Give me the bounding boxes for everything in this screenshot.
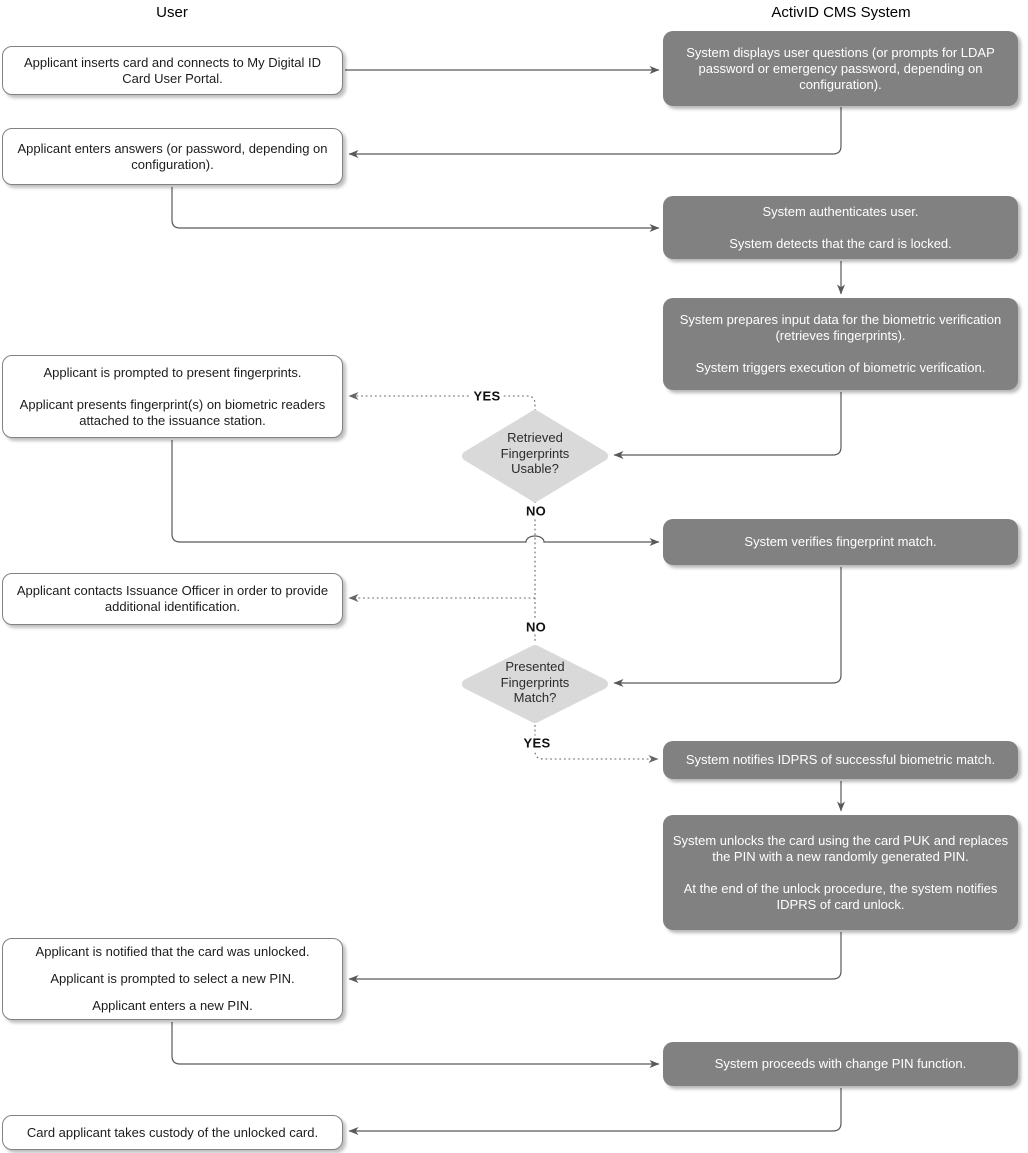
decision-d2-shape (462, 645, 608, 723)
node-text: System displays user questions (or promp… (686, 44, 995, 92)
node-text: System unlocks the card using the card P… (672, 832, 1009, 864)
edge-label-d1-yes: YES (470, 388, 504, 404)
flow-node-s7: System proceeds with change PIN function… (663, 1042, 1018, 1086)
node-text: Applicant enters a new PIN. (92, 998, 253, 1013)
node-text: Applicant is prompted to select a new PI… (50, 971, 295, 986)
decision-d1-shape (462, 410, 608, 502)
flow-node-u5: Applicant is notified that the card was … (2, 938, 343, 1020)
node-text: Applicant is prompted to present fingerp… (43, 364, 302, 380)
node-text: Applicant contacts Issuance Officer in o… (16, 583, 329, 614)
node-text: System authenticates user. (762, 203, 919, 219)
flow-node-s6: System unlocks the card using the card P… (663, 815, 1018, 930)
node-text: System detects that the card is locked. (729, 235, 952, 251)
flow-node-u4: Applicant contacts Issuance Officer in o… (2, 573, 343, 625)
edge-label-d1-no: NO (522, 503, 550, 519)
flow-node-s5: System notifies IDPRS of successful biom… (663, 741, 1018, 779)
node-text: System triggers execution of biometric v… (695, 360, 986, 375)
connector-s7-to-u6 (348, 1088, 842, 1135)
connector-s4-to-d2 (613, 567, 842, 687)
flow-node-u1: Applicant inserts card and connects to M… (2, 46, 343, 95)
connector-s6-to-u5 (348, 932, 842, 983)
node-text: Applicant inserts card and connects to M… (24, 54, 321, 86)
node-text: At the end of the unlock procedure, the … (683, 880, 998, 912)
edge-label-d2-yes: YES (520, 735, 554, 751)
node-text: System proceeds with change PIN function… (714, 1056, 967, 1071)
flow-node-s3: System prepares input data for the biome… (663, 298, 1018, 390)
connector-s3-to-d1 (613, 392, 842, 459)
lane-header-system: ActivID CMS System (771, 4, 911, 21)
edge-label-d2-no: NO (522, 619, 550, 635)
node-text: Applicant is notified that the card was … (35, 944, 310, 959)
connector-u3-to-s4 (171, 440, 660, 546)
decision-d1-question: Retrieved Fingerprints Usable? (500, 430, 570, 476)
flow-node-u6: Card applicant takes custody of the unlo… (2, 1115, 343, 1150)
flow-node-u2: Applicant enters answers (or password, d… (2, 128, 343, 185)
connector-s1-to-u2 (348, 107, 842, 158)
node-text: System notifies IDPRS of successful biom… (685, 752, 996, 767)
flow-node-s1: System displays user questions (or promp… (663, 31, 1018, 106)
node-text: Card applicant takes custody of the unlo… (26, 1124, 319, 1140)
connector-u5-to-s7 (171, 1022, 660, 1068)
flow-node-s2: System authenticates user. System detect… (663, 196, 1018, 259)
decision-d2-question: Presented Fingerprints Match? (500, 659, 570, 705)
node-text: Applicant presents fingerprint(s) on bio… (19, 396, 326, 428)
lane-header-user: User (156, 4, 188, 21)
connector-d2-yes-to-s5 (534, 725, 659, 763)
connector-d1-yes-to-u3 (348, 392, 536, 411)
node-text: System prepares input data for the biome… (679, 312, 1002, 343)
connector-u2-to-s2 (171, 187, 660, 232)
flow-node-s4: System verifies fingerprint match. (663, 519, 1018, 565)
flow-node-u3: Applicant is prompted to present fingerp… (2, 355, 343, 438)
node-text: Applicant enters answers (or password, d… (17, 140, 328, 172)
node-text: System verifies fingerprint match. (744, 534, 937, 549)
